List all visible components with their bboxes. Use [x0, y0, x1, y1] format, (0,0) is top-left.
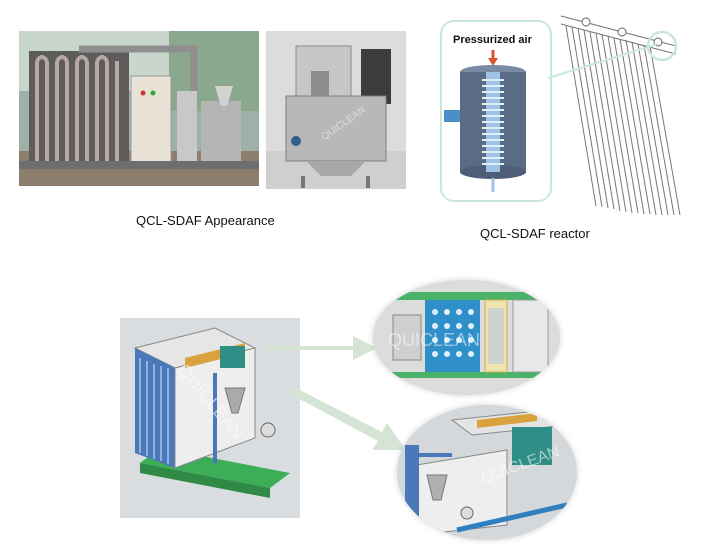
pressurized-air-label: Pressurized air: [453, 34, 532, 46]
caption-appearance: QCL-SDAF Appearance: [136, 213, 275, 228]
appearance-photo-compact: QUICLEAN: [266, 31, 406, 189]
reactor-vessel-diagram: [442, 50, 548, 196]
callout-connector-line: [548, 40, 666, 80]
arrow-to-top-detail: [265, 328, 380, 368]
detail-ellipse-bottom: QUICLEAN: [397, 405, 577, 540]
reactor-tube-bank-drawing: [556, 6, 686, 216]
caption-reactor: QCL-SDAF reactor: [480, 226, 590, 241]
detail-ellipse-top: QUICLEAN: [373, 280, 560, 395]
appearance-photo-skid: [19, 31, 259, 186]
render-3d-overview: QUICLEAN: [120, 318, 300, 518]
arrow-to-bottom-detail: [290, 380, 410, 458]
watermark-text: QUICLEAN: [388, 330, 480, 350]
